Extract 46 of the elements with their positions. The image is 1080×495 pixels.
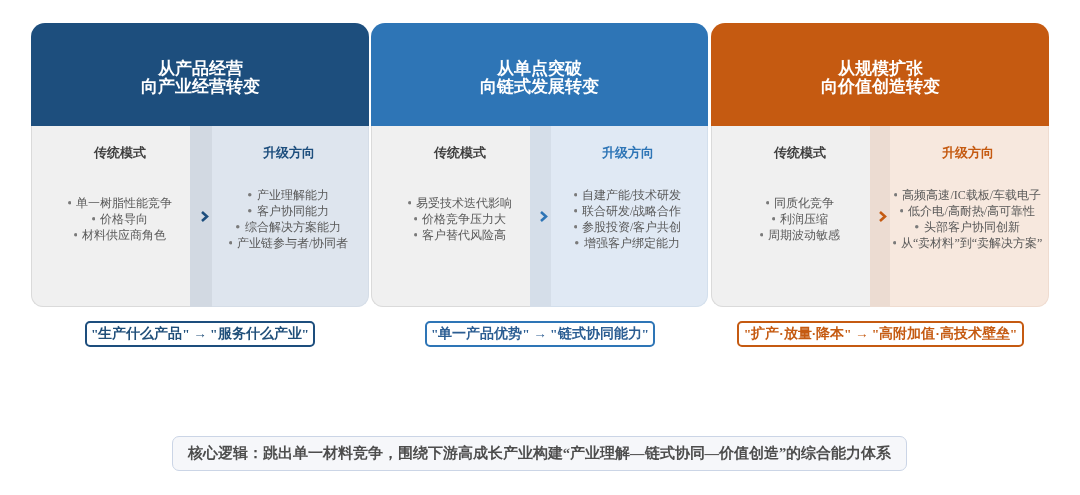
bullet-text: 联合研发/战略合作	[582, 203, 682, 219]
summary-box: 核心逻辑：跳出单一材料竞争，围绕下游高成长产业构建“产业理解—链式协同—价值创造”的综合能力体系	[172, 436, 907, 471]
callout-box: "生产什么产品" → "服务什么产业"	[85, 321, 315, 347]
card	[711, 126, 870, 307]
bullet-text: 参股投资/客户共创	[582, 219, 682, 235]
bullet-text: 客户协同能力	[256, 203, 329, 219]
bullet-text: 周期波动敏感	[768, 227, 841, 243]
bullet-text: 易受技术迭代影响	[416, 195, 513, 211]
bullet-text: 产业理解能力	[256, 187, 329, 203]
bullet-text: 低介电/高耐热/高可靠性	[908, 203, 1036, 219]
bullet-text: 高频高速/IC载板/车载电子	[902, 187, 1042, 203]
bullet-text: 价格导向	[100, 211, 149, 227]
bullet-text: 从“卖材料”到“卖解决方案”	[901, 235, 1043, 251]
bullet-text: 综合解决方案能力	[244, 219, 341, 235]
bullet-text: 价格竞争压力大	[422, 211, 507, 227]
chevron-arrow	[870, 126, 890, 307]
card-heading: 升级方向	[941, 145, 994, 160]
header-band	[711, 23, 1049, 126]
chevron-arrow	[190, 126, 212, 307]
bullet-text: 自建产能/技术研发	[582, 187, 682, 203]
bullet-text: 单一树脂性能竞争	[76, 195, 173, 211]
chevron-arrow	[530, 126, 551, 307]
card	[212, 126, 369, 307]
card	[31, 126, 190, 307]
header-band	[371, 23, 708, 126]
card-heading: 升级方向	[601, 145, 654, 160]
header-title: 从产品经营向产业经营转变	[139, 60, 261, 96]
callout-box: "单一产品优势" → "链式协同能力"	[425, 321, 655, 347]
bullet-text: 产业链参与者/协同者	[237, 235, 349, 251]
bullet-text: 头部客户协同创新	[923, 219, 1020, 235]
bullet-text: 客户替代风险高	[422, 227, 507, 243]
header-title: 从规模扩张向价值创造转变	[819, 60, 941, 96]
card-heading: 传统模式	[94, 145, 146, 160]
bullet-text: 同质化竞争	[774, 195, 835, 211]
card	[551, 126, 708, 307]
header-title: 从单点突破向链式发展转变	[479, 60, 600, 96]
bullet-text: 材料供应商角色	[82, 227, 167, 243]
bullet-text: 增强客户绑定能力	[583, 235, 680, 251]
card	[371, 126, 530, 307]
bullet-text: 利润压缩	[780, 211, 829, 227]
card-heading: 升级方向	[262, 145, 315, 160]
card-heading: 传统模式	[774, 145, 826, 160]
callout-box: "扩产·放量·降本" → "高附加值·高技术壁垒"	[737, 321, 1024, 347]
header-band	[31, 23, 369, 126]
card-heading: 传统模式	[434, 145, 486, 160]
card	[890, 126, 1049, 307]
